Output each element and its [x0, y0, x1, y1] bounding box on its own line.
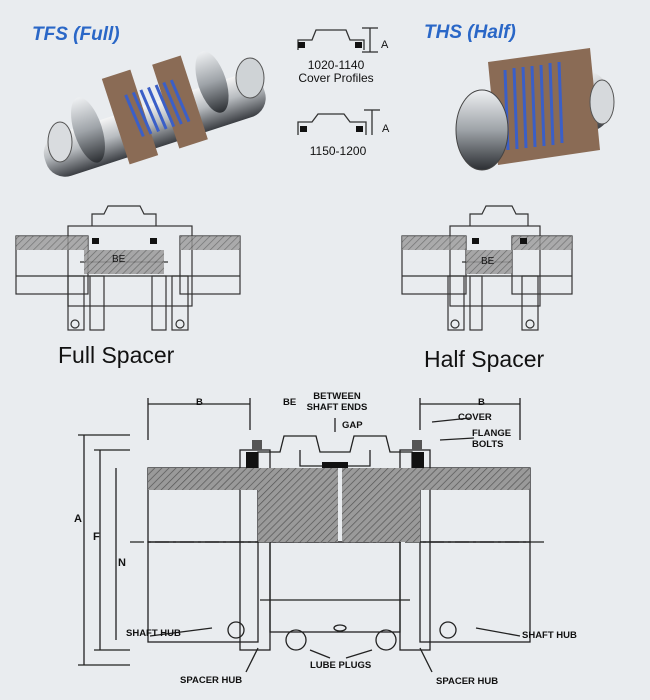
- detail-gap: GAP: [342, 420, 363, 431]
- tfs-title: TFS (Full): [32, 24, 120, 45]
- profile2-range: 1150-1200: [309, 144, 367, 158]
- detail-between-shaft-ends: BETWEEN SHAFT ENDS: [306, 391, 368, 413]
- detail-spacer-hub-right: SPACER HUB: [436, 676, 499, 687]
- detail-b-left: B: [196, 397, 203, 408]
- profile2-dim-a: A: [382, 123, 390, 135]
- ths-title: THS (Half): [424, 22, 516, 43]
- full-be-label: BE: [112, 254, 126, 265]
- profile1-range: 1020-1140: [307, 58, 365, 72]
- detail-cover: COVER: [458, 412, 492, 423]
- detail-lube-plugs: LUBE PLUGS: [310, 660, 372, 671]
- half-spacer-caption: Half Spacer: [424, 346, 545, 372]
- profile1-dim-a: A: [381, 39, 389, 51]
- detail-shaft-hub-left: SHAFT HUB: [126, 628, 181, 639]
- detail-flange-bolts: FLANGE BOLTS: [472, 428, 512, 450]
- detail-b-right: B: [478, 397, 485, 408]
- detail-spacer-hub-left: SPACER HUB: [180, 675, 243, 686]
- detail-shaft-hub-right: SHAFT HUB: [522, 630, 577, 641]
- detail-dim-f: F: [93, 531, 100, 543]
- detail-be: BE: [283, 397, 297, 408]
- full-spacer-caption: Full Spacer: [58, 342, 175, 368]
- detail-dim-n: N: [118, 557, 126, 569]
- profile1-caption: Cover Profiles: [298, 71, 374, 85]
- detail-dim-a: A: [74, 513, 82, 525]
- half-be-label: BE: [481, 256, 495, 267]
